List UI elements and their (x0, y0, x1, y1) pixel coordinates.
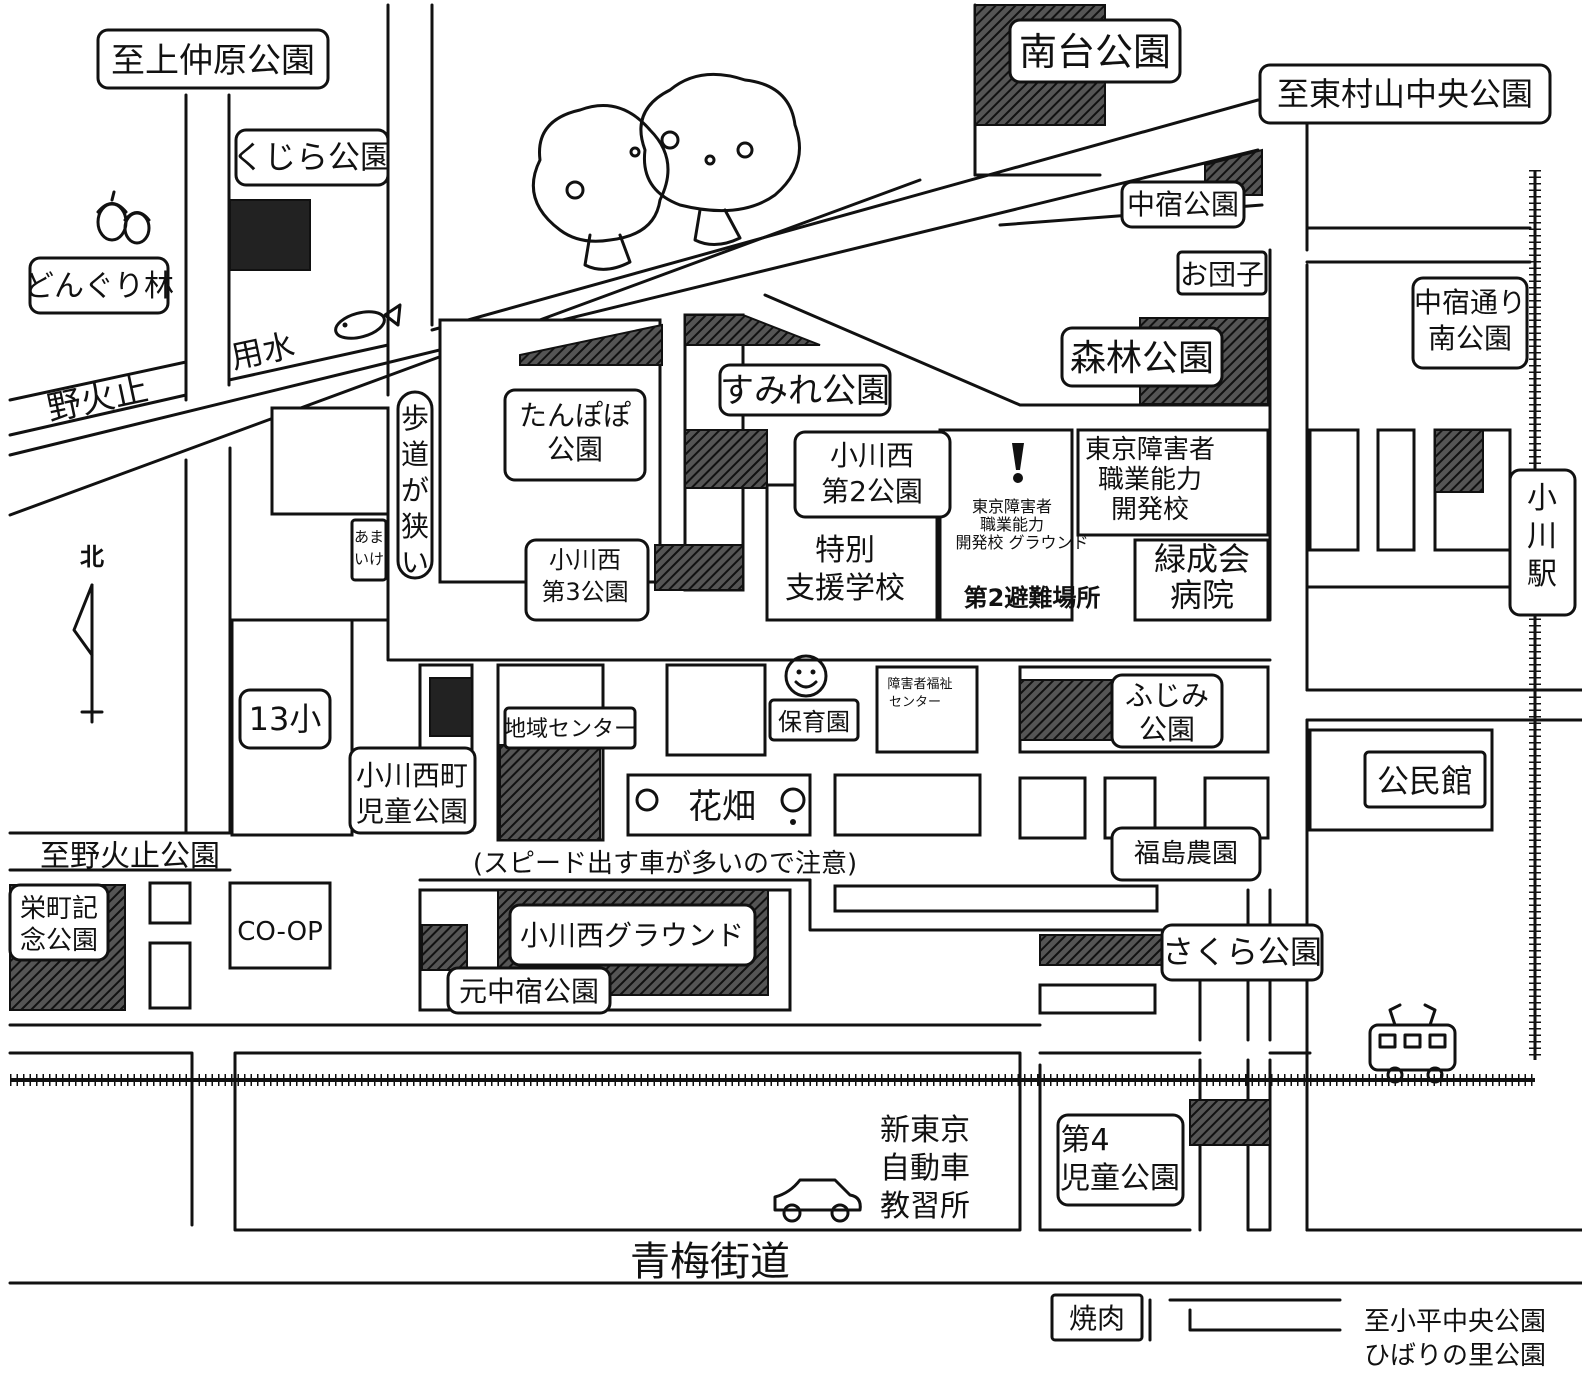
label-ogawanishi-2-park: 小川西第2公園 (821, 439, 923, 508)
park-tanpopo (519, 323, 663, 366)
label-nobidome: 野火止 (44, 369, 152, 429)
label-oume-kaido: 青梅街道 (630, 1239, 790, 1285)
label-coop: CO-OP (237, 917, 323, 947)
label-rehab-ground: 東京障害者職業能力開発校 グラウンド (955, 497, 1088, 552)
label-motonakajuku-park: 元中宿公園 (459, 975, 599, 1008)
park-kujira (229, 199, 311, 271)
label-kujira-park: くじら公園 (232, 138, 392, 176)
label-ogawanishimachi-park: 小川西町児童公園 (356, 759, 468, 828)
smiley-icon (784, 654, 828, 698)
park-sumire (684, 314, 821, 346)
acorn-icon (96, 190, 151, 245)
label-sakaecho-park: 栄町記念公園 (20, 894, 98, 956)
tree-icon (531, 72, 801, 271)
label-north: 北 (80, 543, 104, 571)
label-tanpopo-park: たんぽぽ公園 (519, 399, 631, 466)
label-odango: お団子 (1180, 258, 1264, 291)
label-minamidai-park: 南台公園 (1019, 30, 1171, 74)
exclamation-icon (1012, 443, 1024, 483)
label-yousui: 用水 (227, 326, 298, 376)
label-kominkan: 公民館 (1377, 762, 1473, 800)
park-sakura (1039, 934, 1166, 966)
label-kodaira-park: 至小平中央公園ひばりの里公園 (1364, 1307, 1546, 1371)
label-sumire-park: すみれ公園 (720, 371, 890, 411)
label-boxes (8, 18, 1577, 1342)
park-motonakajuku (421, 924, 468, 971)
label-shinrin-park: 森林公園 (1070, 338, 1214, 379)
label-amaike: あまいけ (354, 528, 384, 568)
label-special-support-school: 特別支援学校 (785, 533, 905, 606)
label-nobidome-park: 至野火止公園 (40, 839, 220, 874)
park-chiiki (499, 744, 601, 841)
label-speed-warning: (スピード出す車が多いので注意) (473, 849, 857, 879)
map-labels: 至上仲原公園 南台公園 至東村山中央公園 くじら公園 中宿公園 どんぐり林 お団… (20, 30, 1557, 1371)
park-nakajuku-dori (1434, 429, 1484, 493)
label-welfare-center: 障害者福祉センター (887, 676, 952, 710)
car-icon (773, 1178, 862, 1223)
park-jidou (429, 677, 473, 737)
label-ogawanishi-ground: 小川西グラウンド (520, 919, 744, 952)
park-jidou4 (1189, 1099, 1271, 1146)
label-school-13: 13小 (249, 700, 322, 738)
label-ogawa-station: 小川駅 (1527, 481, 1557, 592)
label-flower-field: 花畑 (688, 787, 756, 827)
label-nakajuku-dori-park: 中宿通り南公園 (1414, 286, 1526, 355)
label-donguri: どんぐり林 (24, 269, 174, 304)
north-arrow-icon (72, 583, 104, 724)
label-kami-nakahara-park: 至上仲原公園 (111, 41, 315, 81)
label-community-center: 地域センター (504, 717, 636, 742)
park-ogawanishi2 (684, 429, 768, 489)
label-yakiniku: 焼肉 (1069, 1302, 1125, 1335)
label-rehab-school: 東京障害者職業能力開発校 (1085, 435, 1215, 525)
park-ogawanishi3 (654, 544, 744, 591)
label-sakura-park: さくら公園 (1162, 933, 1322, 971)
label-higashimurayama-park: 至東村山中央公園 (1277, 75, 1533, 113)
label-nursery: 保育園 (778, 708, 850, 736)
label-nakajuku-park: 中宿公園 (1127, 188, 1239, 221)
label-ogawanishi-3-park: 小川西第3公園 (541, 546, 628, 606)
label-fukushima-farm: 福島農園 (1134, 839, 1238, 869)
label-evacuation-site-2: 第2避難場所 (964, 584, 1101, 612)
label-driving-school: 新東京自動車教習所 (880, 1113, 970, 1224)
fish-icon (334, 303, 402, 340)
train-icon (1368, 1003, 1457, 1084)
park-fujimi (1019, 679, 1113, 741)
flower-icon (635, 787, 806, 825)
label-fujimi-park: ふじみ公園 (1125, 679, 1209, 746)
label-narrow-sidewalk: 歩道が狭い (401, 402, 429, 579)
label-ryokuseikai-hospital: 緑成会病院 (1154, 540, 1250, 614)
